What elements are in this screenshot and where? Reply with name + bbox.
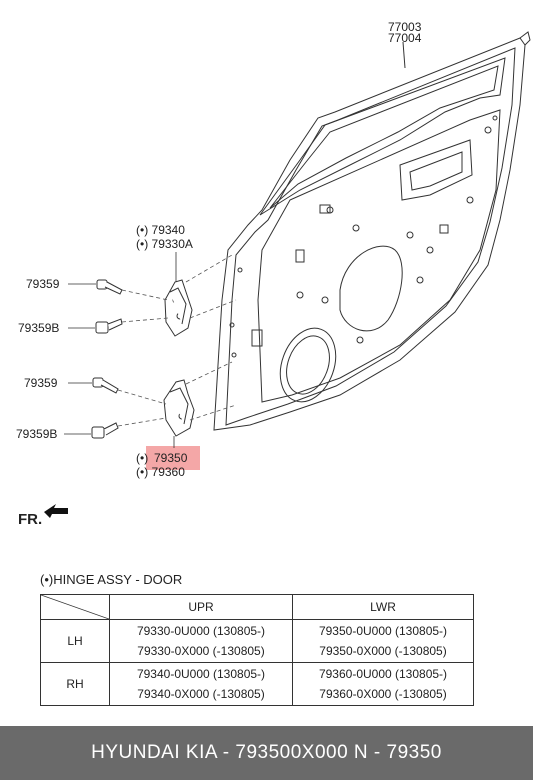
parts-table: UPR LWR LH 79330-0U000 (130805-) 79330-0… <box>40 594 474 706</box>
hinge-assy-note: (•)HINGE ASSY - DOOR <box>40 572 183 587</box>
door-frame <box>213 37 526 431</box>
callout-79360: (•) 79360 <box>136 465 185 479</box>
table-header-lwr: LWR <box>292 594 474 620</box>
access-opening <box>339 245 403 332</box>
part-number: 79330-0X000 (-130805) <box>137 644 265 658</box>
callout-77004: 77004 <box>388 31 422 45</box>
cell-rh-lwr: 79360-0U000 (130805-) 79360-0X000 (-1308… <box>292 662 474 706</box>
table-header-row: UPR LWR <box>40 594 474 620</box>
part-highlight <box>146 446 200 470</box>
cell-rh-upr: 79340-0U000 (130805-) 79340-0X000 (-1308… <box>109 662 293 706</box>
front-indicator: FR. <box>18 511 43 528</box>
callout-79359b-lower: 79359B <box>16 427 58 441</box>
front-arrow-icon <box>44 504 68 518</box>
callout-79340: (•) 79340 <box>136 223 185 237</box>
bolt-upper-2 <box>95 318 123 334</box>
door-diagram <box>44 31 531 518</box>
row-label-lh: LH <box>40 619 110 663</box>
callout-77003: 77003 <box>388 20 422 34</box>
bolt-lower-2 <box>91 422 119 439</box>
cell-lh-upr: 79330-0U000 (130805-) 79330-0X000 (-1308… <box>109 619 293 663</box>
footer-bar: HYUNDAI KIA - 793500X000 N - 79350 <box>0 726 533 780</box>
part-number: 79340-0X000 (-130805) <box>137 687 265 701</box>
table-row: LH 79330-0U000 (130805-) 79330-0X000 (-1… <box>40 619 474 663</box>
bolt-lower-1 <box>92 377 119 394</box>
part-number: 79340-0U000 (130805-) <box>136 667 266 681</box>
callout-79330a: (•) 79330A <box>136 237 193 251</box>
table-row: RH 79340-0U000 (130805-) 79340-0X000 (-1… <box>40 662 474 706</box>
part-number: 79350-0X000 (-130805) <box>319 644 447 658</box>
part-number: 79330-0U000 (130805-) <box>136 624 266 638</box>
callout-79350-prefix: (•) <box>136 451 149 465</box>
table-header-upr: UPR <box>109 594 293 620</box>
window-opening <box>259 57 506 216</box>
part-number: 79360-0X000 (-130805) <box>319 687 447 701</box>
callout-79350: 79350 <box>154 451 188 465</box>
cell-lh-lwr: 79350-0U000 (130805-) 79350-0X000 (-1308… <box>292 619 474 663</box>
table-diagonal <box>41 595 109 619</box>
speaker-opening <box>279 327 337 403</box>
callout-79359-lower: 79359 <box>24 376 58 390</box>
row-label-rh: RH <box>40 662 110 706</box>
callout-79359b-upper: 79359B <box>18 321 60 335</box>
part-number: 79350-0U000 (130805-) <box>318 624 448 638</box>
bolt-upper-1 <box>96 279 123 295</box>
part-number: 79360-0U000 (130805-) <box>318 667 448 681</box>
callout-79359-upper: 79359 <box>26 277 60 291</box>
table-corner-cell <box>40 594 110 620</box>
